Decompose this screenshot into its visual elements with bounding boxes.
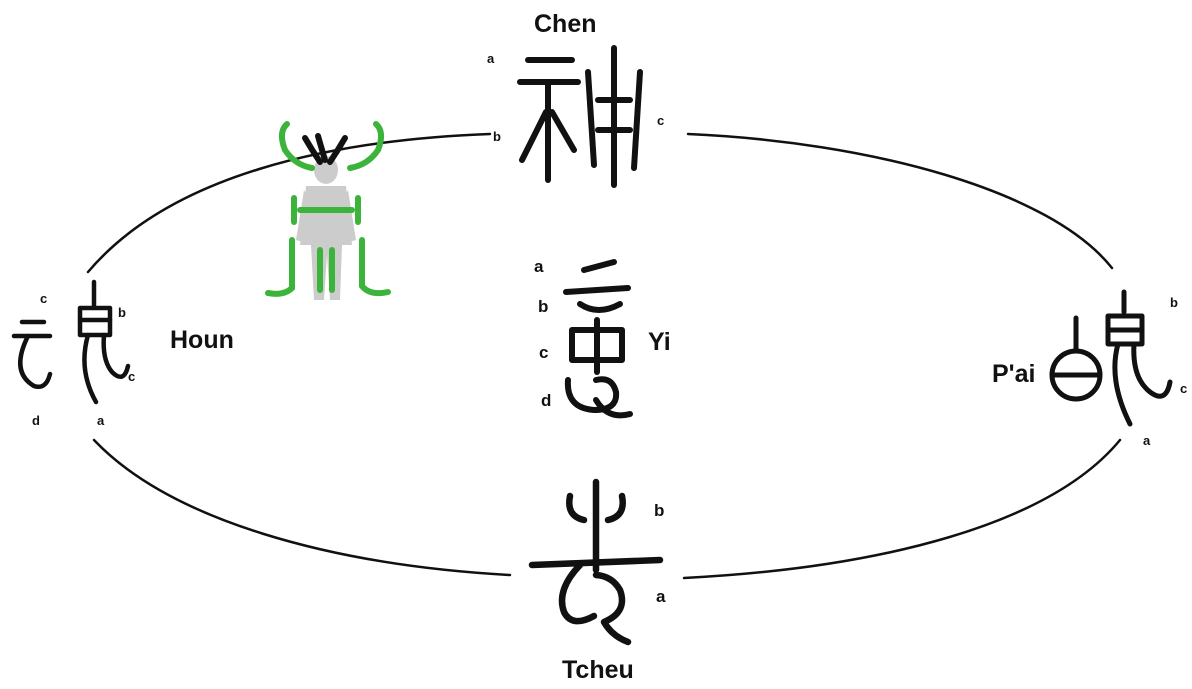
chen-marker-b: b	[493, 129, 501, 144]
seal-script-pai-glyph	[1049, 289, 1173, 427]
houn-marker-a: a	[97, 413, 105, 428]
seal-script-tcheu-glyph	[528, 478, 664, 646]
seal-script-yi-glyph	[563, 259, 633, 419]
label-yi: Yi	[648, 328, 671, 356]
houn-marker-c-top: c	[40, 291, 48, 306]
chen-marker-c: c	[657, 113, 665, 128]
arc-bottom-right	[682, 438, 1122, 580]
yi-marker-c: c	[539, 343, 549, 362]
houn-marker-b: b	[118, 305, 126, 320]
arc-top-right	[686, 132, 1114, 270]
tcheu-marker-b: b	[654, 501, 665, 520]
houn-marker-d: d	[32, 413, 40, 428]
label-chen: Chen	[534, 10, 597, 38]
label-houn: Houn	[170, 326, 234, 354]
chen-marker-a: a	[487, 51, 495, 66]
seal-script-chen-glyph	[517, 45, 643, 188]
arc-bottom-left	[92, 438, 512, 577]
pai-marker-a: a	[1143, 433, 1151, 448]
label-tcheu: Tcheu	[562, 656, 634, 684]
yi-marker-a: a	[534, 257, 544, 276]
human-figure-icon	[265, 121, 391, 300]
houn-marker-c-right: c	[128, 369, 136, 384]
pai-marker-b: b	[1170, 295, 1178, 310]
pai-marker-c: c	[1180, 381, 1188, 396]
label-pai: P'ai	[992, 360, 1036, 388]
tcheu-marker-a: a	[656, 587, 666, 606]
yi-marker-b: b	[538, 297, 549, 316]
arc-top-left	[86, 132, 492, 274]
yi-marker-d: d	[541, 391, 552, 410]
seal-script-houn-glyph	[11, 279, 131, 405]
